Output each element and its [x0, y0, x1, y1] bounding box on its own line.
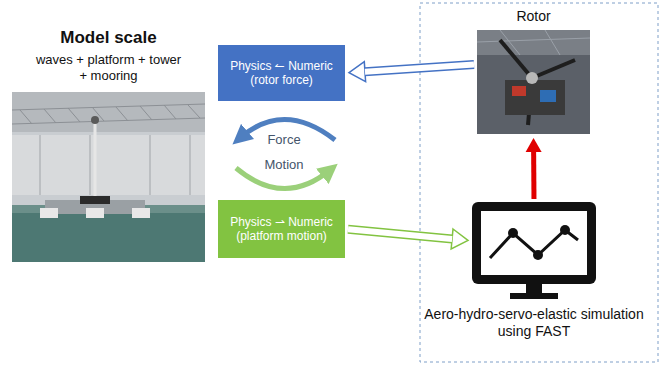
- rotor-photo: [477, 30, 590, 134]
- panel-caption: Aero-hydro-servo-elastic simulation usin…: [415, 306, 653, 340]
- arrow-label: Force: [250, 132, 318, 148]
- process-box: Physics ↼ Numeric (rotor force): [218, 45, 345, 101]
- computer-panel: Aero-hydro-servo-elastic simulation usin…: [472, 202, 596, 299]
- box-text: Physics ⇀ Numeric (platform motion): [224, 215, 339, 244]
- connector-arrow: [348, 229, 452, 239]
- connector-arrow: [531, 152, 536, 199]
- panel-subtitle: waves + platform + tower + mooring: [33, 52, 184, 83]
- box-text: Physics ↼ Numeric (rotor force): [224, 59, 339, 88]
- computer-icon: [472, 202, 596, 299]
- panel-title: Model scale: [12, 28, 205, 48]
- wave-tank-photo: [12, 92, 205, 262]
- process-box: Physics ⇀ Numeric (platform motion): [218, 200, 345, 258]
- connector-arrow: [365, 65, 474, 72]
- photo-panel: Model scalewaves + platform + tower + mo…: [12, 92, 205, 262]
- connector-inner: [348, 229, 452, 239]
- panel-title: Rotor: [477, 8, 590, 25]
- rotor-panel: Rotor: [477, 30, 590, 134]
- arrow-label: Motion: [250, 157, 318, 173]
- connector-inner: [365, 65, 474, 72]
